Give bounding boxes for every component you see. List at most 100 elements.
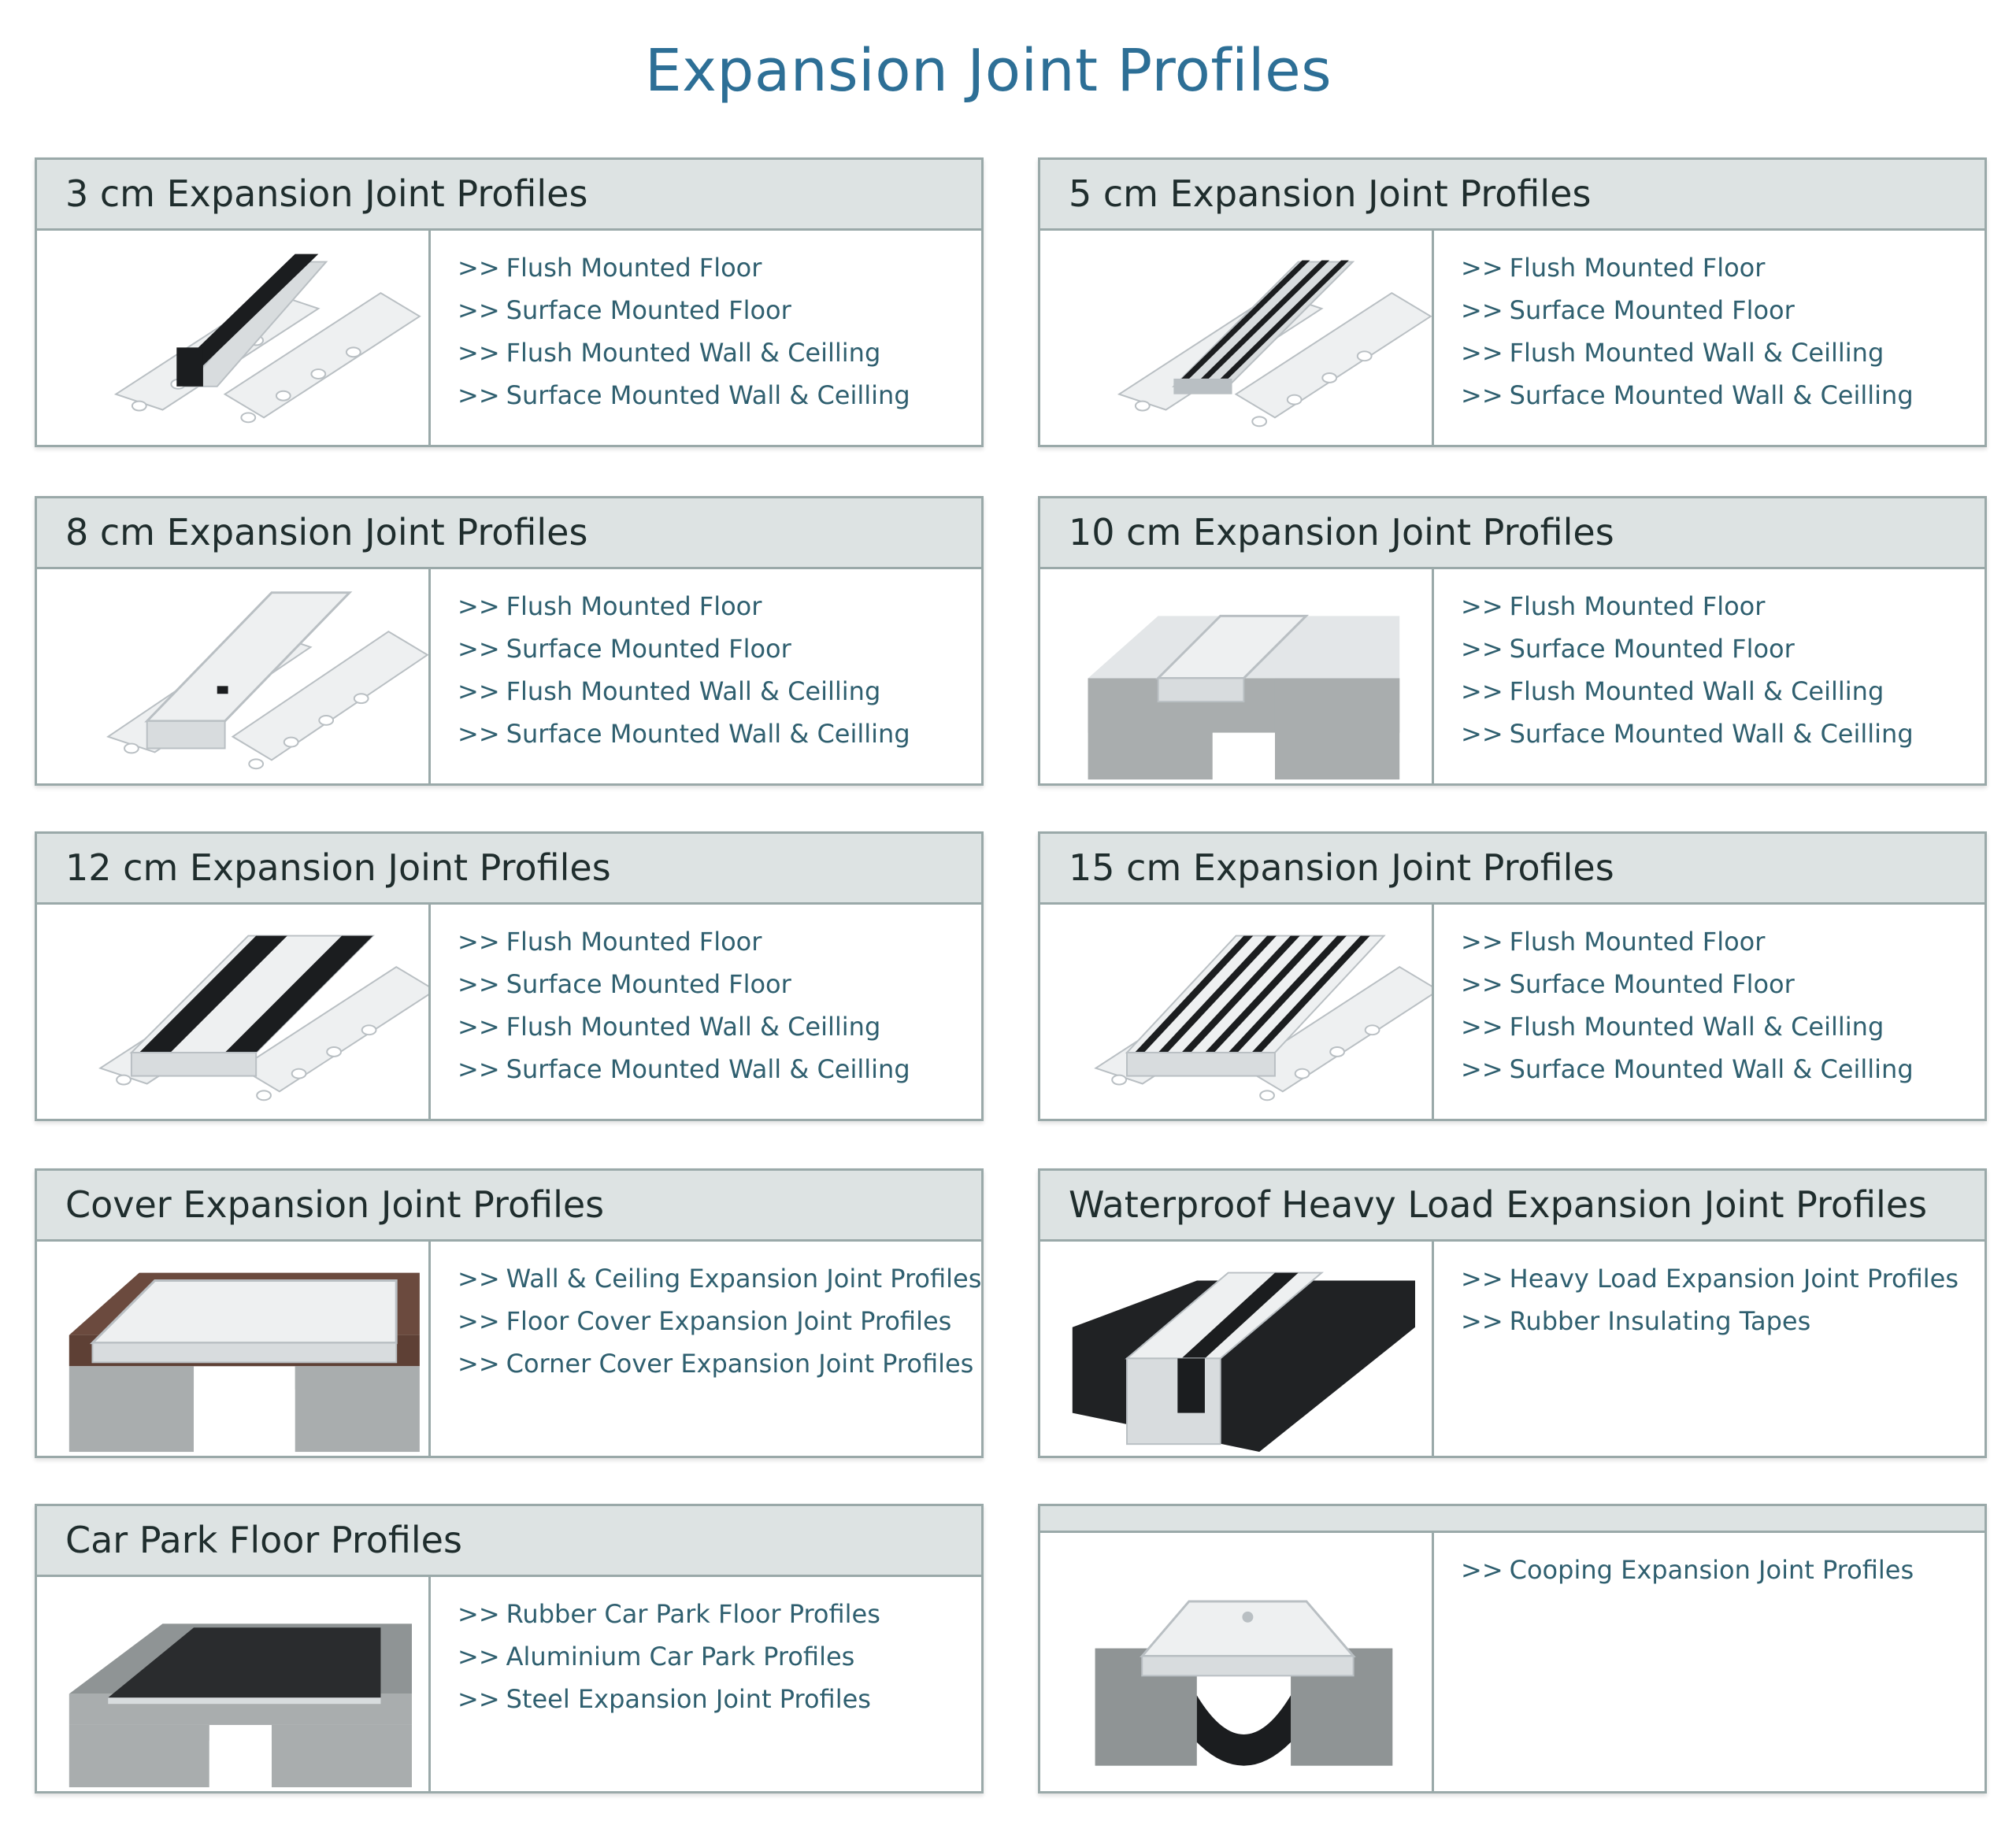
card-link[interactable]: >>Flush Mounted Floor — [458, 585, 910, 627]
card-link-list: >>Flush Mounted Floor>>Surface Mounted F… — [458, 920, 910, 1090]
profile-card: >>Cooping Expansion Joint Profiles — [1038, 1504, 1987, 1794]
link-arrow: >> — [458, 1264, 500, 1294]
link-label: Surface Mounted Wall & Ceilling — [1509, 719, 1914, 749]
card-link[interactable]: >>Surface Mounted Wall & Ceilling — [458, 374, 910, 416]
link-arrow: >> — [458, 1684, 500, 1714]
product-image[interactable] — [1040, 1242, 1434, 1456]
link-label: Rubber Insulating Tapes — [1509, 1306, 1811, 1336]
product-image[interactable] — [1040, 1533, 1434, 1791]
link-label: Flush Mounted Floor — [506, 253, 762, 283]
link-label: Surface Mounted Floor — [506, 295, 791, 325]
product-image[interactable] — [37, 569, 431, 783]
link-arrow: >> — [458, 634, 500, 664]
card-link[interactable]: >>Flush Mounted Floor — [458, 920, 910, 963]
link-arrow: >> — [458, 719, 500, 749]
card-link[interactable]: >>Surface Mounted Floor — [1461, 289, 1914, 331]
product-image[interactable] — [37, 231, 431, 445]
card-link-list: >>Flush Mounted Floor>>Surface Mounted F… — [458, 585, 910, 755]
card-header: 12 cm Expansion Joint Profiles — [37, 834, 981, 905]
link-label: Surface Mounted Floor — [1509, 634, 1795, 664]
card-title[interactable]: Cover Expansion Joint Profiles — [65, 1183, 605, 1226]
link-arrow: >> — [458, 1642, 500, 1671]
link-label: Flush Mounted Floor — [1509, 927, 1766, 957]
card-link[interactable]: >>Cooping Expansion Joint Profiles — [1461, 1549, 1914, 1591]
link-arrow: >> — [1461, 1012, 1503, 1042]
product-image[interactable] — [1040, 231, 1434, 445]
card-link[interactable]: >>Heavy Load Expansion Joint Profiles — [1461, 1257, 1959, 1300]
card-link-list: >>Heavy Load Expansion Joint Profiles>>R… — [1461, 1257, 1959, 1342]
profile-card: 8 cm Expansion Joint Profiles >>Flush Mo… — [35, 496, 984, 786]
card-link-list: >>Rubber Car Park Floor Profiles>>Alumin… — [458, 1593, 880, 1720]
card-title[interactable]: 5 cm Expansion Joint Profiles — [1069, 172, 1592, 215]
card-link[interactable]: >>Rubber Car Park Floor Profiles — [458, 1593, 880, 1635]
profile-card: 10 cm Expansion Joint Profiles >>Flush M… — [1038, 496, 1987, 786]
card-link[interactable]: >>Surface Mounted Floor — [1461, 963, 1914, 1005]
card-link[interactable]: >>Steel Expansion Joint Profiles — [458, 1678, 880, 1720]
link-label: Flush Mounted Wall & Ceilling — [1509, 1012, 1884, 1042]
card-link[interactable]: >>Floor Cover Expansion Joint Profiles — [458, 1300, 981, 1342]
card-link[interactable]: >>Surface Mounted Wall & Ceilling — [458, 713, 910, 755]
card-link[interactable]: >>Flush Mounted Wall & Ceilling — [1461, 670, 1914, 713]
card-header — [1040, 1506, 1984, 1533]
product-image[interactable] — [37, 905, 431, 1119]
card-title[interactable]: 8 cm Expansion Joint Profiles — [65, 511, 588, 553]
link-label: Flush Mounted Floor — [1509, 253, 1766, 283]
card-header: 5 cm Expansion Joint Profiles — [1040, 160, 1984, 231]
card-link[interactable]: >>Flush Mounted Floor — [1461, 246, 1914, 289]
product-image[interactable] — [1040, 569, 1434, 783]
card-link[interactable]: >>Aluminium Car Park Profiles — [458, 1635, 880, 1678]
card-link[interactable]: >>Flush Mounted Floor — [1461, 920, 1914, 963]
link-arrow: >> — [1461, 1054, 1503, 1084]
card-link[interactable]: >>Surface Mounted Wall & Ceilling — [458, 1048, 910, 1090]
card-link[interactable]: >>Surface Mounted Floor — [1461, 627, 1914, 670]
card-link[interactable]: >>Rubber Insulating Tapes — [1461, 1300, 1959, 1342]
card-title[interactable]: 15 cm Expansion Joint Profiles — [1069, 846, 1614, 889]
link-label: Flush Mounted Wall & Ceilling — [506, 1012, 881, 1042]
link-arrow: >> — [458, 295, 500, 325]
link-arrow: >> — [1461, 295, 1503, 325]
link-label: Heavy Load Expansion Joint Profiles — [1509, 1264, 1959, 1294]
link-arrow: >> — [458, 927, 500, 957]
card-link[interactable]: >>Flush Mounted Wall & Ceilling — [1461, 331, 1914, 374]
link-arrow: >> — [458, 591, 500, 621]
card-link[interactable]: >>Corner Cover Expansion Joint Profiles — [458, 1342, 981, 1385]
product-image[interactable] — [37, 1577, 431, 1791]
card-link[interactable]: >>Wall & Ceiling Expansion Joint Profile… — [458, 1257, 981, 1300]
card-title[interactable]: 10 cm Expansion Joint Profiles — [1069, 511, 1614, 553]
card-header: Waterproof Heavy Load Expansion Joint Pr… — [1040, 1171, 1984, 1242]
card-link[interactable]: >>Flush Mounted Wall & Ceilling — [458, 1005, 910, 1048]
product-image[interactable] — [1040, 905, 1434, 1119]
card-link[interactable]: >>Surface Mounted Floor — [458, 963, 910, 1005]
link-arrow: >> — [458, 380, 500, 410]
link-arrow: >> — [458, 1012, 500, 1042]
card-link[interactable]: >>Surface Mounted Wall & Ceilling — [1461, 374, 1914, 416]
link-arrow: >> — [458, 338, 500, 368]
card-header: 3 cm Expansion Joint Profiles — [37, 160, 981, 231]
link-arrow: >> — [1461, 634, 1503, 664]
card-title[interactable]: Car Park Floor Profiles — [65, 1519, 462, 1561]
card-link[interactable]: >>Flush Mounted Wall & Ceilling — [458, 670, 910, 713]
card-link[interactable]: >>Flush Mounted Floor — [1461, 585, 1914, 627]
product-image[interactable] — [37, 1242, 431, 1456]
card-link[interactable]: >>Flush Mounted Floor — [458, 246, 910, 289]
card-link[interactable]: >>Surface Mounted Floor — [458, 627, 910, 670]
link-label: Flush Mounted Wall & Ceilling — [506, 676, 881, 706]
link-arrow: >> — [458, 676, 500, 706]
link-label: Surface Mounted Wall & Ceilling — [506, 380, 910, 410]
card-link[interactable]: >>Surface Mounted Floor — [458, 289, 910, 331]
profile-card: 5 cm Expansion Joint Profiles >>Flush Mo… — [1038, 157, 1987, 447]
card-link[interactable]: >>Surface Mounted Wall & Ceilling — [1461, 1048, 1914, 1090]
link-label: Corner Cover Expansion Joint Profiles — [506, 1349, 974, 1379]
card-link[interactable]: >>Flush Mounted Wall & Ceilling — [1461, 1005, 1914, 1048]
link-label: Surface Mounted Floor — [1509, 969, 1795, 999]
link-label: Wall & Ceiling Expansion Joint Profiles — [506, 1264, 982, 1294]
profile-card: Cover Expansion Joint Profiles >>Wall & … — [35, 1168, 984, 1458]
card-title[interactable]: 3 cm Expansion Joint Profiles — [65, 172, 588, 215]
card-title[interactable]: Waterproof Heavy Load Expansion Joint Pr… — [1069, 1183, 1928, 1226]
card-title[interactable]: 12 cm Expansion Joint Profiles — [65, 846, 611, 889]
link-label: Aluminium Car Park Profiles — [506, 1642, 855, 1671]
card-link[interactable]: >>Flush Mounted Wall & Ceilling — [458, 331, 910, 374]
card-link[interactable]: >>Surface Mounted Wall & Ceilling — [1461, 713, 1914, 755]
link-label: Flush Mounted Wall & Ceilling — [1509, 338, 1884, 368]
link-label: Flush Mounted Wall & Ceilling — [506, 338, 881, 368]
